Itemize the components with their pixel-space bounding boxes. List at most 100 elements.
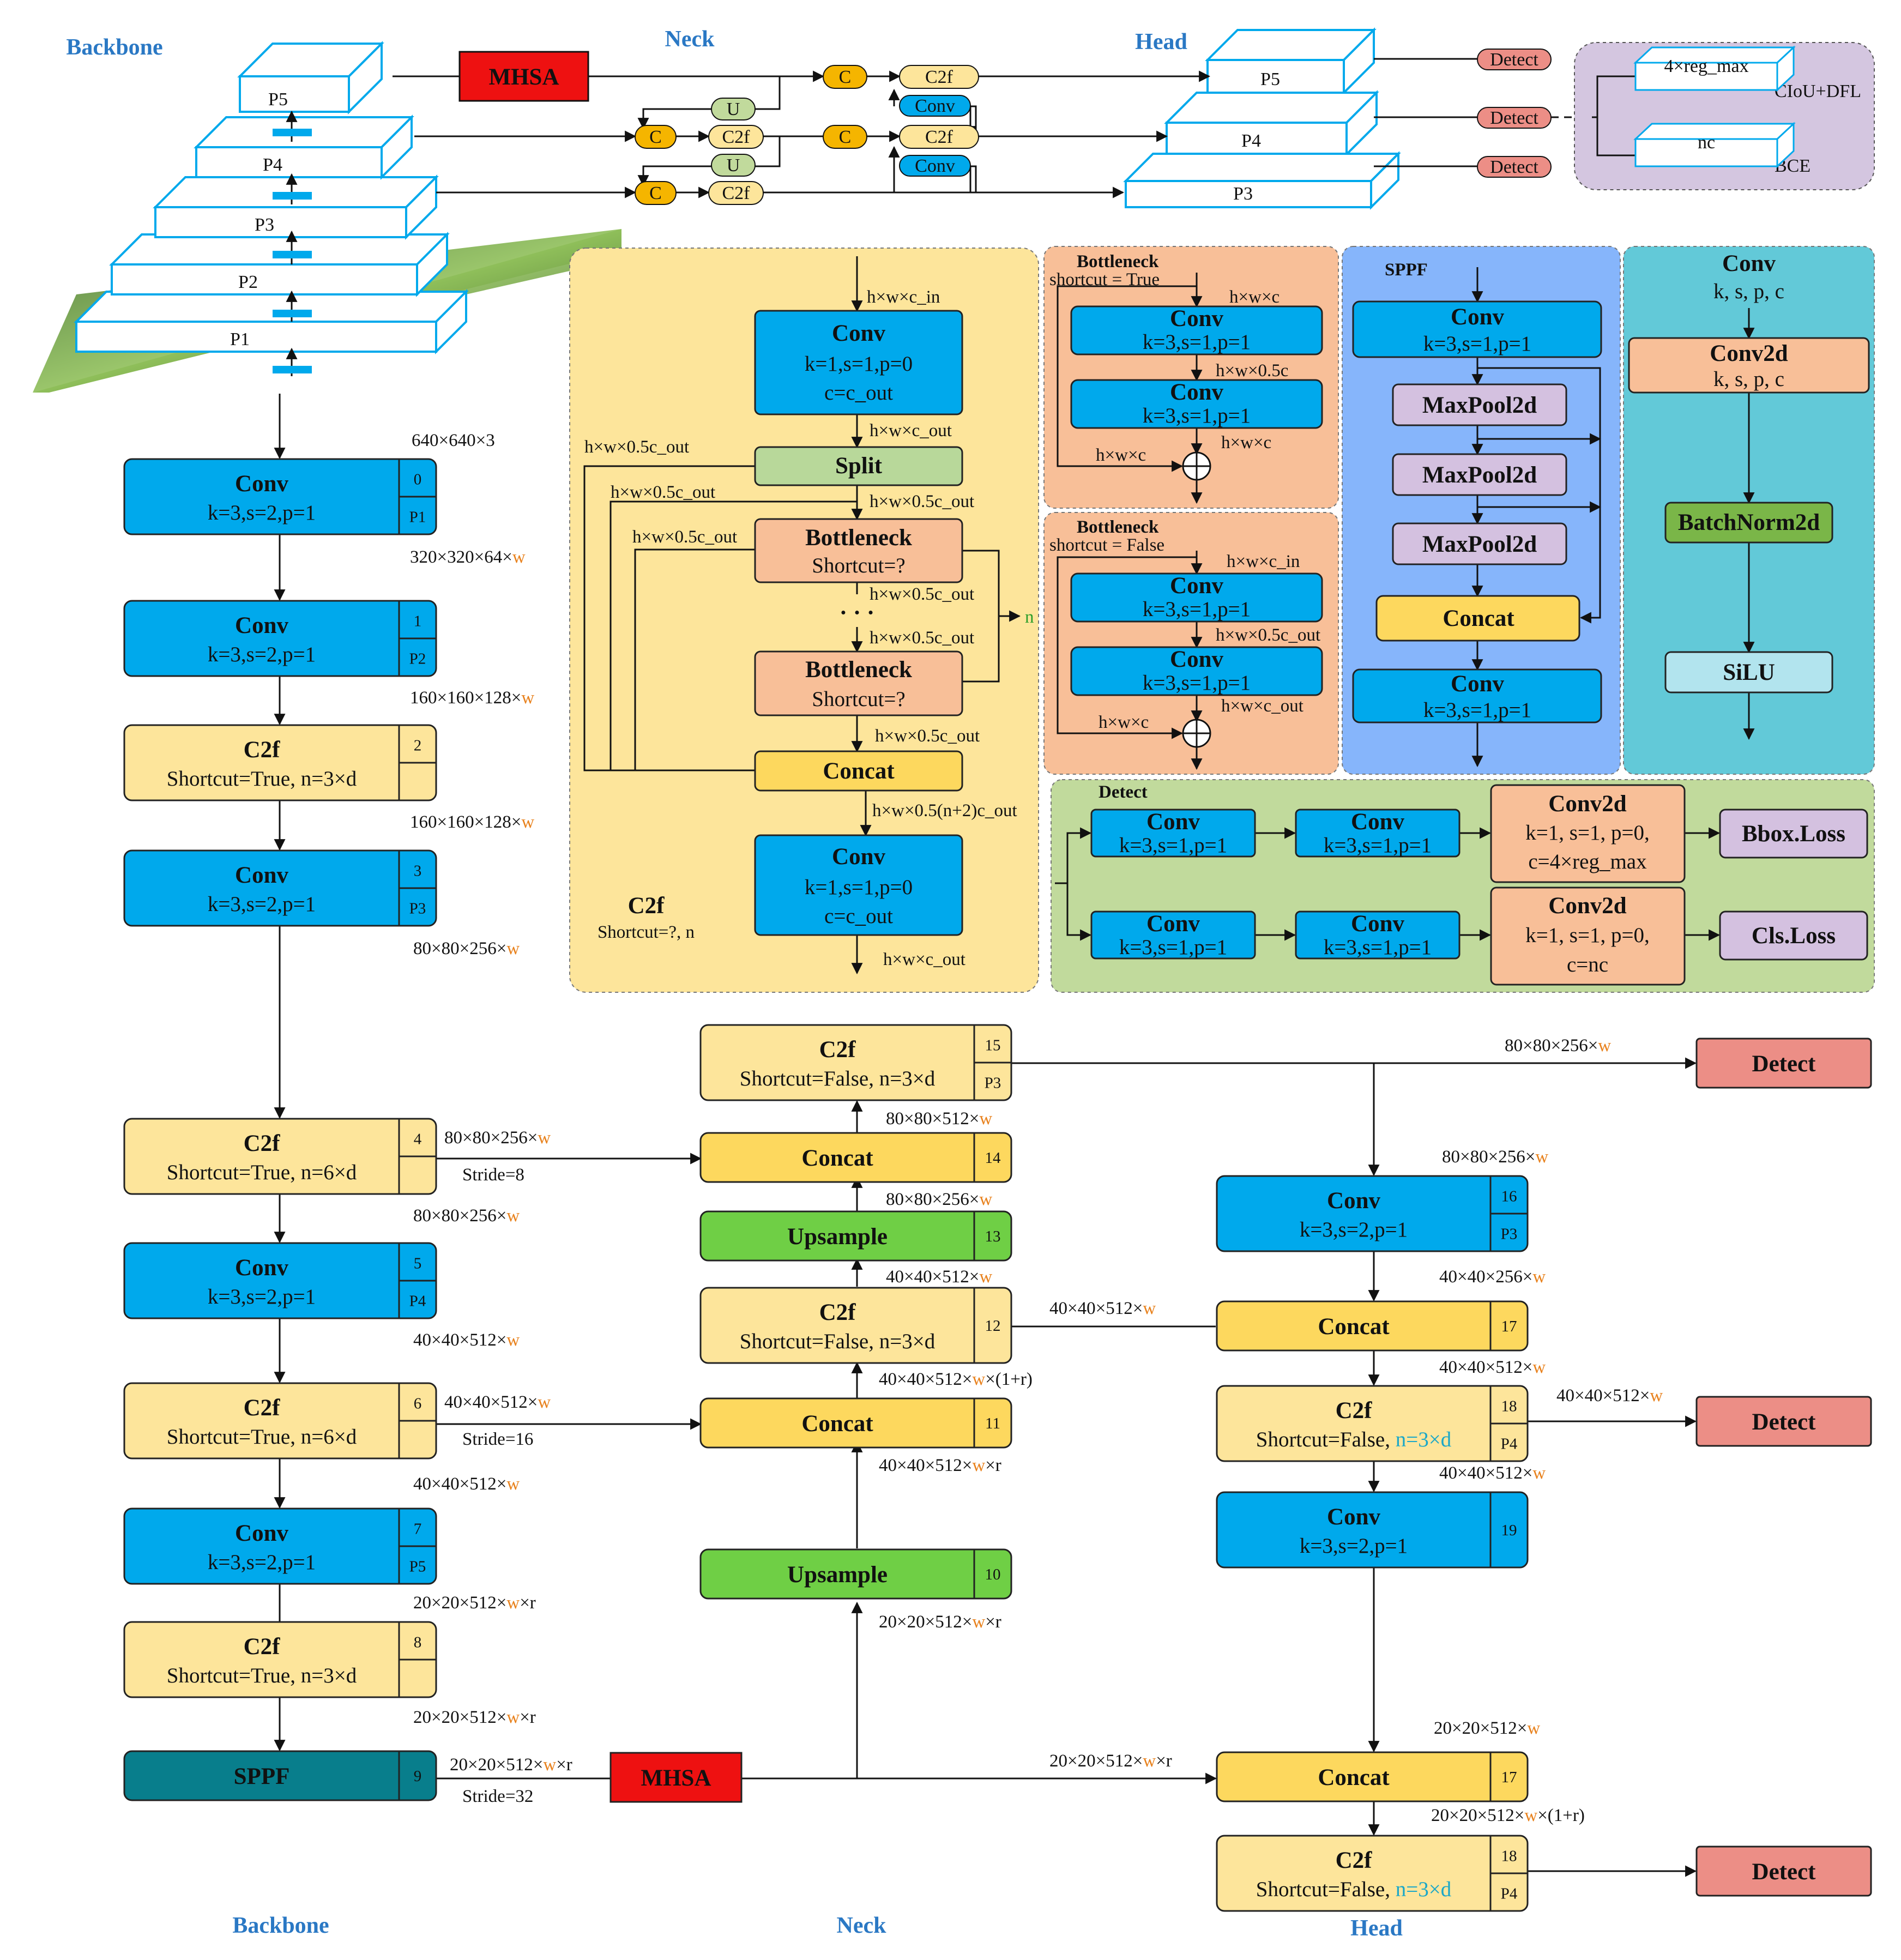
dim-d7: 20×20×512×w×r: [413, 1593, 536, 1613]
neck-c2f-3: C2f: [899, 125, 979, 149]
detect-detail-conv-a1: [1090, 809, 1256, 858]
module-sub-m12: Shortcut=False, n=3×d: [740, 1330, 936, 1353]
dim-d4s: 80×80×256×w: [444, 1128, 551, 1148]
head-slab-label-p5: P5: [1260, 69, 1280, 89]
module-sub-m19: k=3,s=2,p=1: [1300, 1534, 1408, 1558]
neck-c2f-4-label: C2f: [722, 183, 751, 203]
mhsa-block-top: [458, 51, 589, 102]
c2f-detail-sub: Shortcut=?, n: [598, 922, 695, 942]
c2f-detail-out2-label: h×w×c_out: [883, 950, 965, 969]
reg-max-box: 4×reg_max: [1633, 45, 1796, 92]
module-tag-m18b: P4: [1501, 1885, 1518, 1903]
bneck-false-conv2: [1070, 646, 1323, 696]
c2f-detail-bneck1: [754, 518, 963, 583]
module-index-m15: 15: [985, 1037, 1001, 1054]
module-sub-m6: Shortcut=True, n=6×d: [167, 1425, 357, 1449]
dim-d13: 80×80×256×w: [886, 1190, 992, 1209]
sppf-detail-conv2: [1352, 668, 1602, 723]
pyramid-slab-p5: P5: [237, 41, 384, 114]
c2f-detail-half-label-2: h×w×0.5c_out: [611, 483, 715, 502]
sppf-detail-conv1-params: k=3,s=1,p=1: [1423, 332, 1531, 355]
module-index-m2: 2: [414, 737, 422, 755]
module-sub-m18: Shortcut=False, n=3×d: [1256, 1428, 1452, 1451]
neck-c-4-label: C: [649, 183, 662, 203]
c2f-detail-title: C2f: [628, 893, 665, 919]
bneck-false-conv1-title: Conv: [1170, 573, 1223, 599]
c2f-detail-half-label-5: h×w×0.5c_out: [870, 584, 974, 604]
c2f-detail-dots: · · ·: [840, 600, 875, 626]
module-tag-m5: P4: [409, 1293, 426, 1310]
head-slab-p5: P5: [1205, 27, 1377, 95]
dim-d14: 80×80×512×w: [886, 1109, 992, 1129]
dim-dmh: 20×20×512×w×r: [1049, 1751, 1172, 1771]
detect-label-p5: Detect: [1752, 1859, 1816, 1885]
detect-detail-cls-loss-label: Cls.Loss: [1752, 923, 1836, 949]
conv-detail-silu: [1664, 651, 1833, 693]
dim-d3: 80×80×256×w: [413, 939, 520, 958]
bneck-false-sub: shortcut = False: [1049, 535, 1164, 555]
section-title-neck-top: Neck: [665, 27, 715, 52]
neck-c2f-1: C2f: [899, 65, 979, 89]
ciou-dfl-label: CIoU+DFL: [1775, 81, 1861, 101]
module-title-m19: Conv: [1327, 1504, 1380, 1530]
module-title-m18: C2f: [1336, 1398, 1373, 1424]
conv-detail-batchnorm: [1664, 502, 1833, 544]
reg-max-box-label: 4×reg_max: [1664, 56, 1748, 76]
detect-detail-conv-title-a1: Conv: [1146, 809, 1200, 835]
section-title-head-top: Head: [1135, 29, 1187, 55]
module-mhsa-bottom: MHSA: [609, 1752, 743, 1803]
detect-detail-conv-a2: [1295, 809, 1461, 858]
neck-c2f-2: C2f: [708, 125, 764, 149]
bneck-true-conv1-title: Conv: [1170, 306, 1223, 331]
sppf-detail-conv1: [1352, 300, 1602, 358]
dimension-labels: 640×640×3320×320×64×w160×160×128×w160×16…: [410, 431, 1663, 1825]
dim-input: 640×640×3: [412, 431, 495, 450]
main-network-wires: [274, 394, 1697, 1877]
top-head-detect: CIoU+DFL BCE: [1374, 42, 1875, 190]
c2f-detail-out1-label: h×w×c_out: [870, 421, 952, 441]
dim-d6s: 40×40×512×w: [444, 1392, 551, 1412]
detect-output-p4: Detect: [1695, 1396, 1872, 1447]
dim-d0: 320×320×64×w: [410, 547, 526, 567]
c2f-detail-conv2: [754, 834, 963, 936]
detect-label-p4: Detect: [1752, 1409, 1816, 1435]
c2f-detail-half-label-7: h×w×0.5c_out: [875, 726, 980, 746]
c2f-detail-half-label-3: h×w×0.5c_out: [632, 527, 737, 547]
module-index-m17b: 17: [1501, 1769, 1517, 1786]
conv-detail-sub: k, s, p, c: [1713, 280, 1784, 303]
dim-d9s: 20×20×512×w×r: [450, 1755, 572, 1775]
module-sub-m3: k=3,s=2,p=1: [208, 892, 316, 916]
dim-d12: 40×40×512×w: [886, 1267, 992, 1287]
dim-d19: 20×20×512×w: [1434, 1718, 1540, 1738]
sppf-detail-conv1-title: Conv: [1451, 304, 1504, 330]
c2f-detail-bneck2-title: Bottleneck: [805, 657, 912, 683]
head-slab-p3: P3: [1123, 151, 1401, 210]
module-title-m6: C2f: [244, 1395, 281, 1421]
detect-detail-conv-params-a2: k=3,s=1,p=1: [1324, 834, 1432, 857]
module-sub-m1: k=3,s=2,p=1: [208, 643, 316, 666]
bneck-true-l4: h×w×c: [1096, 445, 1146, 465]
c2f-detail-bneck2-sub: Shortcut=?: [812, 687, 905, 711]
c2f-detail-bneck1-sub: Shortcut=?: [812, 554, 905, 577]
module-index-m7: 7: [414, 1521, 422, 1538]
head-slab-label-p4: P4: [1241, 131, 1261, 151]
module-sub-m0: k=3,s=2,p=1: [208, 501, 316, 524]
detect-detail-conv2d-reg-l1: k=1, s=1, p=0,: [1525, 821, 1649, 845]
module-index-m3: 3: [414, 863, 422, 880]
sppf-detail-panel: [1342, 246, 1621, 775]
bneck-false-title: Bottleneck: [1077, 517, 1159, 537]
module-index-m19: 19: [1501, 1522, 1517, 1539]
detect-detail-conv-title-a2: Conv: [1351, 809, 1404, 835]
detect-detail-title: Detect: [1099, 782, 1148, 802]
bneck-true-conv1-params: k=3,s=1,p=1: [1143, 330, 1251, 354]
module-tag-m7: P5: [409, 1558, 426, 1576]
module-sub-m8: Shortcut=True, n=3×d: [167, 1664, 357, 1687]
bneck-true-conv2: [1070, 379, 1323, 429]
